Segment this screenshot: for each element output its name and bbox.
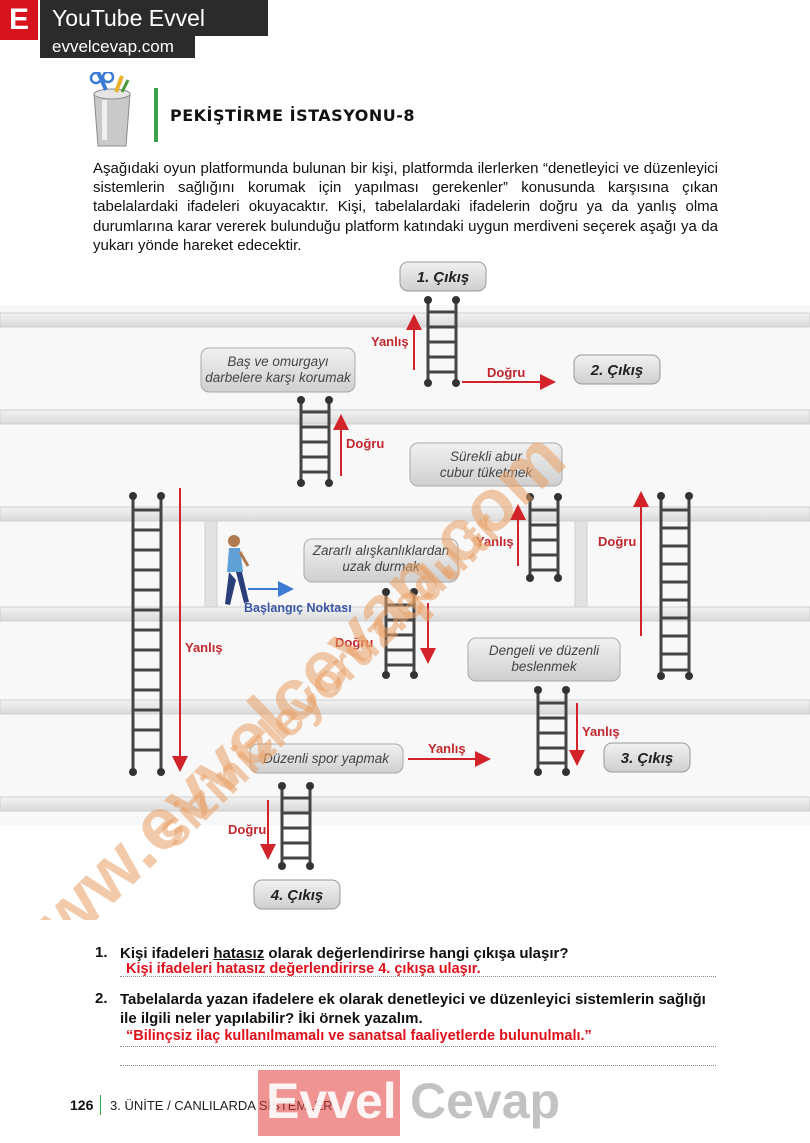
section-divider [154,88,158,142]
svg-text:3. Çıkış: 3. Çıkış [621,750,674,767]
svg-text:uzak durmak: uzak durmak [342,559,421,574]
ladder [384,592,416,675]
answer-1: Kişi ifadeleri hatasız değerlendirirse 4… [126,961,481,977]
footer-logo-cevap: Cevap [410,1073,561,1129]
ladder [299,400,331,483]
arrow-label-yanlis: Yanlış [185,640,223,655]
arrow-label-yanlis: Yanlış [428,741,466,756]
svg-text:Sürekli abur: Sürekli abur [450,449,523,464]
ladder [280,786,312,866]
footer-divider [100,1095,101,1115]
exit-4: 4. Çıkış [253,879,341,910]
arrow-label-dogru: Doğru [346,436,384,451]
intro-paragraph: Aşağıdaki oyun platformunda bulunan bir … [93,160,718,254]
exit-1: 1. Çıkış [399,261,487,292]
ladder [659,496,691,676]
arrow-label-yanlis: Yanlış [582,724,620,739]
platform-floors [0,312,810,812]
question-2-text: Tabelalarda yazan ifadelere ek olarak de… [120,991,706,1027]
brand-url[interactable]: evvelcevap.com [40,36,195,58]
sign-dengeli-beslenme: Dengeli ve düzenli beslenmek [467,637,621,682]
sign-abur-cubur: Sürekli abur cubur tüketmek [409,442,563,487]
brand-title[interactable]: YouTube Evvel Cevap [40,0,268,67]
pencil-cup-icon [89,72,131,147]
answer-line [120,1065,716,1066]
sign-zararli-aliskanlik: Zararlı alışkanlıklardan uzak durmak [303,538,459,583]
arrow-label-dogru: Doğru [487,365,525,380]
arrow-label-yanlis: Yanlış [371,334,409,349]
start-label: Başlangıç Noktası [244,601,352,615]
arrow-label-dogru: Doğru [335,635,373,650]
sign-bas-omurga: Baş ve omurgayı darbelere karşı korumak [200,347,356,393]
arrow-label-yanlis: Yanlış [476,534,514,549]
exit-3: 3. Çıkış [603,742,691,773]
footer-logo-badge [258,1070,400,1136]
svg-text:4. Çıkış: 4. Çıkış [270,887,324,904]
direction-arrows [172,314,649,860]
svg-text:cubur tüketmek: cubur tüketmek [440,465,534,480]
question-underlined-word: hatasız [213,945,265,962]
arrow-label-dogru: Doğru [228,822,266,837]
ladder [426,300,458,383]
svg-text:Zararlı alışkanlıklardan: Zararlı alışkanlıklardan [312,543,450,558]
ladder [528,497,560,578]
ladder [536,690,568,772]
question-1-text: Kişi ifadeleri hatasız olarak değerlendi… [120,944,720,963]
ladder-caps [129,296,693,870]
svg-text:beslenmek: beslenmek [511,659,578,674]
exit-2: 2. Çıkış [573,354,661,385]
question-number: 2. [95,990,108,1007]
svg-text:Baş ve omurgayı: Baş ve omurgayı [227,354,329,369]
answer-line [120,976,716,977]
arrow-label-dogru: Doğru [598,534,636,549]
answer-line [120,1046,716,1047]
question-text-part: Kişi ifadeleri [120,945,214,962]
svg-text:darbelere karşı korumak: darbelere karşı korumak [205,370,352,385]
footer-logo-evvel: Evvel [266,1073,397,1129]
svg-text:Düzenli spor yapmak: Düzenli spor yapmak [263,751,390,766]
question-text-part: olarak değerlendirirse hangi çıkışa ulaş… [264,945,569,962]
section-title: PEKİŞTİRME İSTASYONU-8 [170,106,415,125]
question-number: 1. [95,944,108,961]
answer-2: “Bilinçsiz ilaç kullanılmamalı ve sanats… [126,1028,592,1044]
svg-text:1. Çıkış: 1. Çıkış [417,269,470,286]
brand-letter: E [8,3,29,36]
ladder [131,496,163,772]
svg-text:Dengeli ve düzenli: Dengeli ve düzenli [489,643,600,658]
svg-text:2. Çıkış: 2. Çıkış [590,362,644,379]
page-number: 126 [70,1097,94,1113]
brand-badge [0,0,38,40]
person-icon [225,535,250,605]
sign-duzenli-spor: Düzenli spor yapmak [249,743,404,774]
platform-diagram: Yanlış Doğru Doğru Yanlış Doğru Yanlış D… [0,261,810,920]
